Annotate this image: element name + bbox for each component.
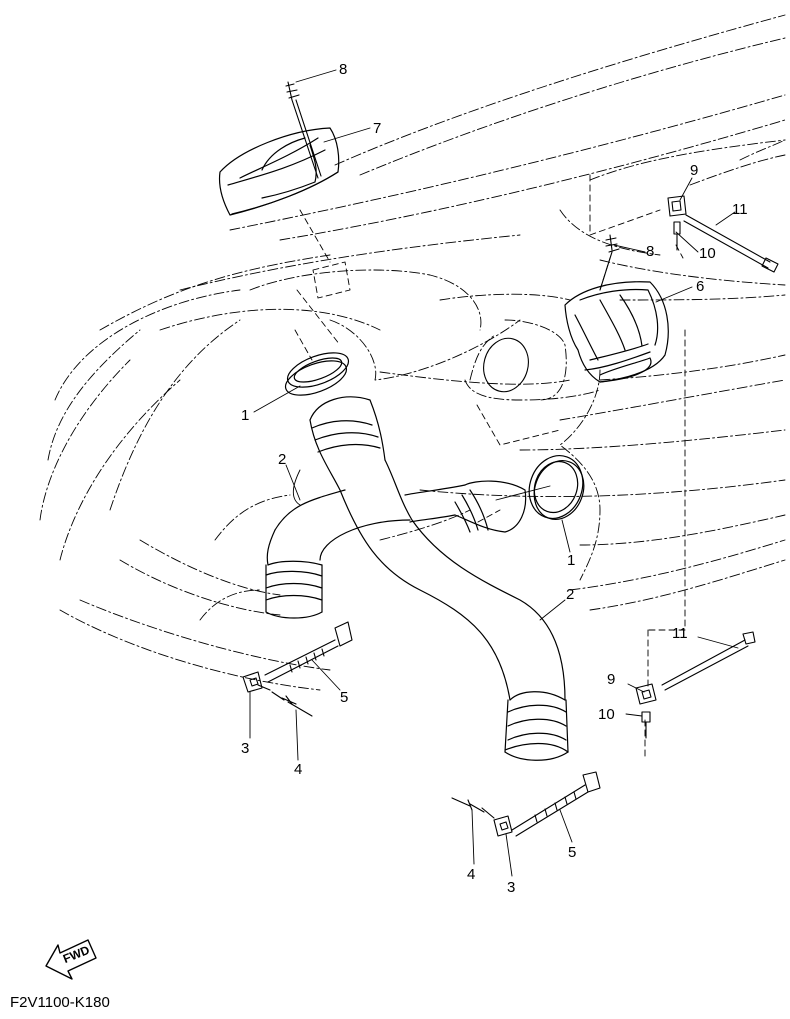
part-7-cover	[218, 127, 340, 216]
callout-4-center: 4	[467, 866, 476, 883]
callout-7: 7	[373, 120, 382, 137]
part-8-screw-right	[599, 234, 620, 291]
callout-10-lower: 10	[598, 706, 615, 723]
part-2-duct-long	[309, 396, 569, 761]
fwd-arrow-icon	[45, 939, 97, 980]
part-2-duct-short	[265, 480, 527, 619]
callout-3-center: 3	[507, 879, 516, 896]
callout-8-top: 8	[339, 61, 348, 78]
part-1-ring-right	[528, 455, 585, 520]
drawing-code: F2V1100-K180	[10, 994, 110, 1011]
part-1-ring-upper	[284, 352, 350, 396]
callout-4-left: 4	[294, 761, 303, 778]
callout-1-right: 1	[567, 552, 576, 569]
part-9-clip-upper	[667, 195, 687, 217]
callout-8-right: 8	[646, 243, 655, 260]
part-4-rivet-center	[451, 797, 495, 819]
part-5-tie-left	[264, 621, 353, 683]
part-6-cover	[564, 281, 669, 383]
callout-2-left: 2	[278, 451, 287, 468]
part-11-tie-lower	[661, 631, 756, 691]
callout-6: 6	[696, 278, 705, 295]
part-8-screw-top	[285, 81, 322, 179]
part-10-rivet-lower	[641, 711, 651, 739]
hull-opening-right	[483, 337, 529, 393]
callout-9-upper: 9	[690, 162, 699, 179]
hull-outline	[39, 14, 786, 691]
callout-11-upper: 11	[732, 201, 748, 218]
callout-9-lower: 9	[607, 671, 616, 688]
callout-10-upper: 10	[699, 245, 716, 262]
leader-lines	[249, 69, 739, 877]
callout-3-left: 3	[241, 740, 250, 757]
part-11-tie-upper	[683, 214, 779, 273]
callout-11-lower: 11	[672, 625, 688, 642]
hull-reference-lines	[294, 174, 686, 761]
callout-2-right: 2	[566, 586, 575, 603]
callout-5-left: 5	[340, 689, 349, 706]
callout-1-upper: 1	[241, 407, 250, 424]
part-5-tie-center	[511, 771, 601, 837]
part-9-clip-lower	[635, 683, 657, 705]
part-3-clip-center	[493, 815, 513, 837]
callout-5-center: 5	[568, 844, 577, 861]
part-10-rivet-upper	[673, 221, 681, 251]
part-3-clip-left	[242, 671, 271, 693]
part-4-rivet-left	[271, 691, 313, 717]
